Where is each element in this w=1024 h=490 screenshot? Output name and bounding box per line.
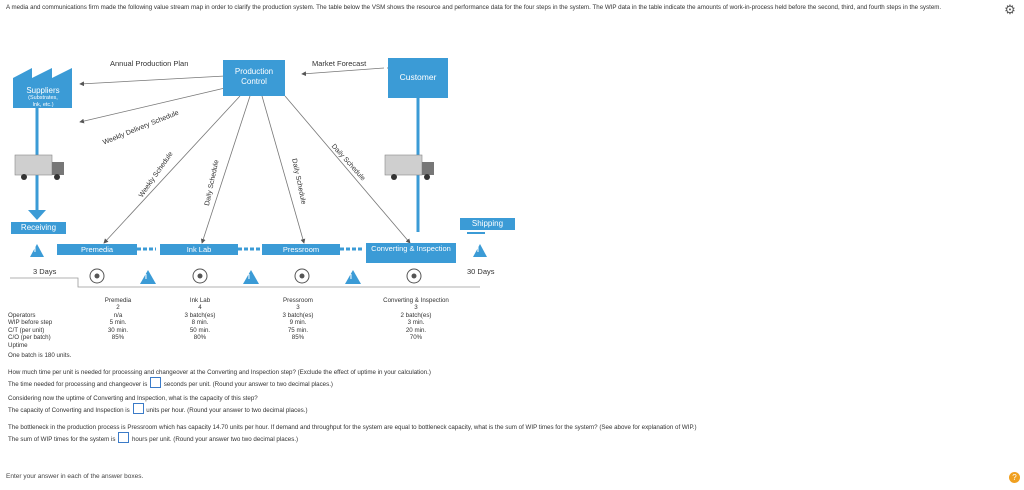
- column-header: Pressroom: [283, 297, 313, 304]
- question-block-1: How much time per unit is needed for pro…: [8, 369, 431, 389]
- customer-label: Customer: [399, 72, 437, 82]
- question-2-suffix: units per hour. (Round your answer to tw…: [146, 407, 308, 414]
- question-1-suffix: seconds per unit. (Round your answer to …: [163, 381, 333, 388]
- receiving-box: Receiving: [11, 222, 66, 234]
- gear-icon[interactable]: ⚙: [1004, 2, 1016, 17]
- table-cell: 3: [296, 304, 300, 312]
- customer-box: Customer: [388, 72, 448, 82]
- question-3-text: The bottleneck in the production process…: [8, 424, 697, 431]
- table-cell: 8 min.: [191, 319, 209, 327]
- process-premedia: Premedia: [57, 244, 137, 255]
- question-2-prefix: The capacity of Converting and Inspectio…: [8, 407, 130, 414]
- table-column-ink-lab: Ink Lab 4 3 batch(es) 8 min. 50 min. 80%: [170, 297, 230, 341]
- truck-icon-left: [14, 154, 64, 180]
- inventory-mark-pressroom: I: [350, 274, 352, 281]
- column-header: Converting & Inspection: [383, 297, 449, 304]
- question-1-text: How much time per unit is needed for pro…: [8, 369, 431, 376]
- question-2-answer-line: The capacity of Converting and Inspectio…: [8, 403, 308, 415]
- table-cell: 3 min.: [407, 319, 425, 327]
- table-column-pressroom: Pressroom 3 3 batch(es) 9 min. 75 min. 8…: [268, 297, 328, 341]
- table-cell: 85%: [291, 334, 305, 342]
- suppliers-label: Suppliers: [26, 86, 60, 95]
- row-label-uptime: Uptime: [8, 341, 28, 349]
- question-3-suffix: hours per unit. (Round your answer two t…: [131, 436, 299, 443]
- suppliers-box: Suppliers (Substrates, Ink, etc.): [13, 86, 73, 108]
- row-label-wip: WIP before step: [8, 319, 53, 327]
- table-column-premedia: Premedia 2 n/a 5 min. 30 min. 85%: [88, 297, 148, 341]
- table-cell: n/a: [113, 311, 123, 319]
- table-cell: 3: [414, 304, 418, 312]
- column-header: Ink Lab: [189, 297, 211, 304]
- table-cell: 4: [198, 304, 202, 312]
- question-3-answer-line: The sum of WIP times for the system is h…: [8, 432, 697, 444]
- table-cell: 70%: [409, 334, 423, 342]
- production-control-label: Production Control: [234, 67, 274, 86]
- column-header: Premedia: [104, 297, 132, 304]
- shipping-box: Shipping: [460, 218, 515, 230]
- market-forecast-label: Market Forecast: [312, 59, 367, 68]
- table-cell: 3 batch(es): [184, 311, 216, 319]
- table-cell: 2 batch(es): [400, 311, 432, 319]
- truck-icon-right: [384, 154, 434, 180]
- question-1-prefix: The time needed for processing and chang…: [8, 381, 148, 388]
- table-cell: 2: [116, 304, 120, 312]
- process-data-table: Operators WIP before step C/T (per unit)…: [8, 297, 508, 367]
- process-ink-lab: Ink Lab: [160, 244, 238, 255]
- table-cell: 9 min.: [289, 319, 307, 327]
- question-block-3: The bottleneck in the production process…: [8, 424, 697, 444]
- intro-text: A media and communications firm made the…: [6, 4, 942, 11]
- footer-instruction: Enter your answer in each of the answer …: [6, 473, 144, 480]
- row-label-co: C/O (per batch): [8, 334, 51, 342]
- table-cell: 20 min.: [405, 326, 427, 334]
- table-cell: 5 min.: [109, 319, 127, 327]
- row-label-ct: C/T (per unit): [8, 326, 45, 334]
- help-icon[interactable]: ?: [1009, 472, 1020, 483]
- production-control-box: Production Control: [223, 67, 285, 87]
- answer-box-3[interactable]: [118, 432, 130, 443]
- inventory-mark-premedia: I: [145, 274, 147, 281]
- row-label-operators: Operators: [8, 312, 36, 319]
- vsm-lines: [10, 58, 487, 288]
- table-column-converting: Converting & Inspection 3 2 batch(es) 3 …: [366, 297, 466, 341]
- batch-note: One batch is 180 units.: [8, 352, 72, 359]
- question-2-text: Considering now the uptime of Converting…: [8, 395, 258, 402]
- inventory-mark-receiving: I: [34, 247, 36, 254]
- table-cell: 85%: [111, 334, 125, 342]
- process-converting: Converting & Inspection: [366, 243, 456, 263]
- suppliers-sublabel: (Substrates, Ink, etc.): [28, 95, 58, 108]
- answer-box-1[interactable]: [150, 377, 162, 388]
- question-1-answer-line: The time needed for processing and chang…: [8, 377, 431, 389]
- table-cell: 3 batch(es): [282, 311, 314, 319]
- inventory-mark-ink-lab: I: [248, 274, 250, 281]
- annual-plan-label: Annual Production Plan: [110, 59, 189, 68]
- days-right-label: 30 Days: [467, 267, 495, 276]
- table-row-labels: Operators WIP before step C/T (per unit)…: [8, 312, 52, 349]
- answer-box-2[interactable]: [132, 403, 144, 414]
- table-cell: 75 min.: [287, 326, 309, 334]
- process-pressroom: Pressroom: [262, 244, 340, 255]
- table-cell: 80%: [193, 334, 207, 342]
- question-3-prefix: The sum of WIP times for the system is: [8, 436, 116, 443]
- inventory-mark-shipping: I: [477, 247, 479, 254]
- table-cell: 30 min.: [107, 326, 129, 334]
- days-left-label: 3 Days: [33, 267, 57, 276]
- question-block-2: Considering now the uptime of Converting…: [8, 395, 308, 415]
- value-stream-map: Annual Production Plan Market Forecast P…: [0, 50, 1024, 295]
- table-cell: 50 min.: [189, 326, 211, 334]
